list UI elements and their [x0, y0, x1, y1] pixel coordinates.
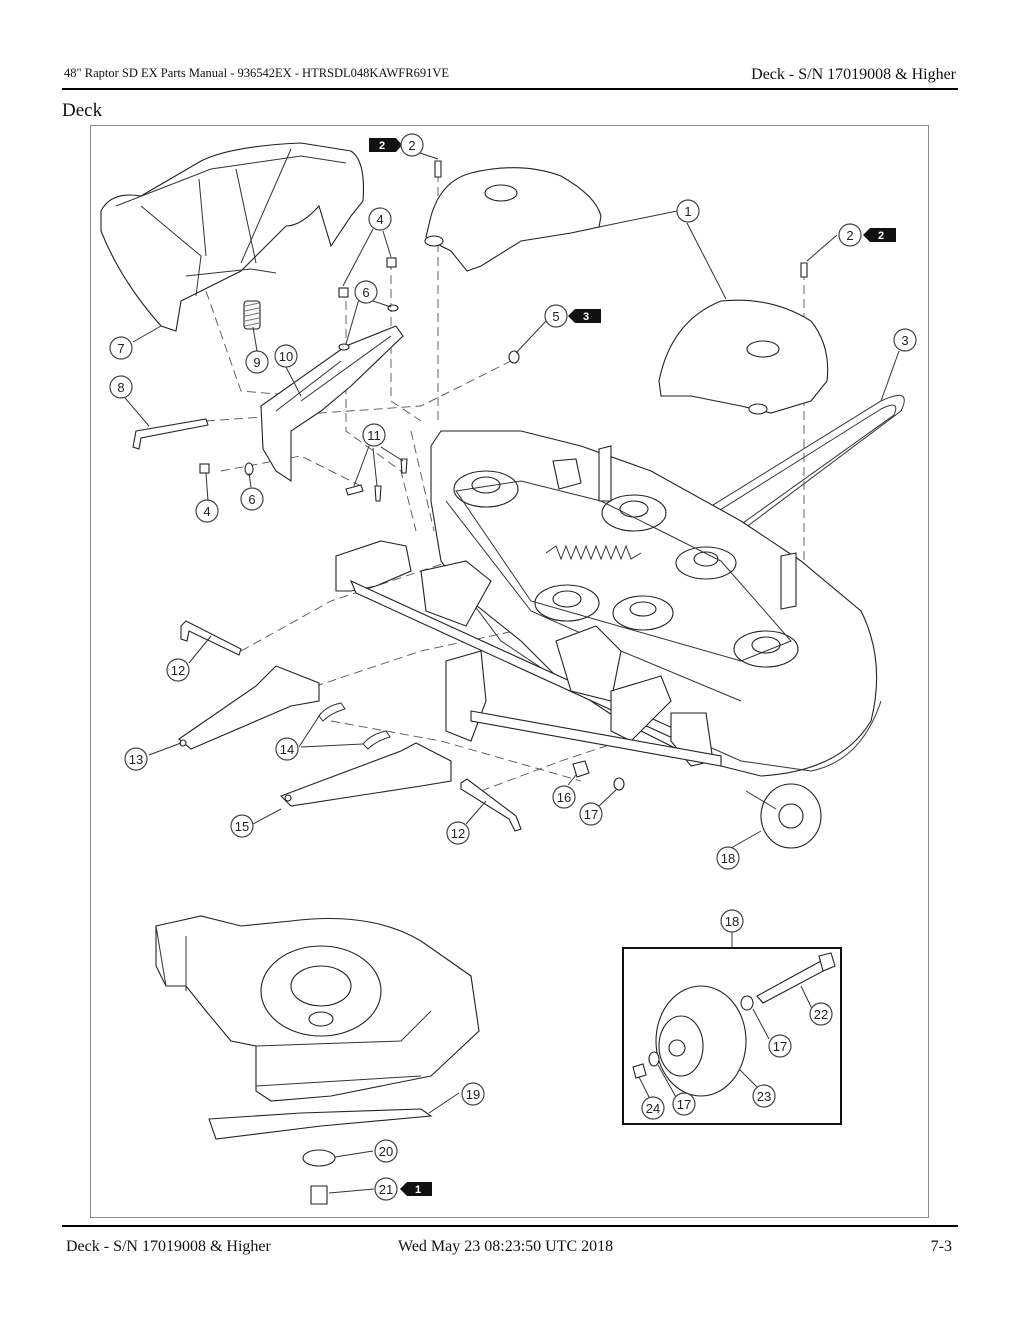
svg-text:8: 8: [117, 380, 124, 395]
header-rule: [62, 88, 958, 90]
callout-12-bottom: 12: [446, 821, 470, 845]
svg-text:21: 21: [379, 1182, 393, 1197]
diagram-svg: 2 2 3 1 1 2 2 3 4 4 5 6 6 7 8 9 10 11 12…: [100, 133, 917, 1205]
footer-timestamp: Wed May 23 08:23:50 UTC 2018: [398, 1238, 614, 1255]
spindle-housing: [155, 915, 480, 1102]
callout-17-detail-upper: 17: [768, 1034, 792, 1058]
header-section-name: Deck - S/N 17019008 & Higher: [751, 66, 956, 83]
callout-6-top: 6: [354, 280, 378, 304]
callout-21: 21: [374, 1177, 398, 1201]
section-title: Deck: [62, 100, 103, 121]
svg-text:18: 18: [725, 914, 739, 929]
callout-2-top: 2: [400, 133, 424, 157]
svg-text:2: 2: [878, 230, 884, 242]
callout-5: 5: [544, 304, 568, 328]
svg-text:1: 1: [684, 204, 691, 219]
small-hardware: [199, 160, 808, 502]
svg-text:4: 4: [203, 504, 210, 519]
blade-assembly: [208, 1108, 433, 1205]
callout-22: 22: [809, 1002, 833, 1026]
callout-3: 3: [893, 328, 917, 352]
svg-text:17: 17: [584, 807, 598, 822]
svg-text:19: 19: [466, 1087, 480, 1102]
badge-3: 3: [568, 309, 601, 323]
belt-cover-left: [424, 167, 602, 272]
callout-20: 20: [374, 1139, 398, 1163]
footer-rule: [62, 1225, 958, 1227]
deck-exploded-diagram: 2 2 3 1 1 2 2 3 4 4 5 6 6 7 8 9 10 11 12…: [90, 125, 929, 1218]
chute-bracket: [260, 325, 404, 483]
callout-16: 16: [552, 785, 576, 809]
svg-text:22: 22: [814, 1007, 828, 1022]
svg-text:3: 3: [583, 311, 589, 323]
svg-text:4: 4: [376, 212, 383, 227]
svg-text:15: 15: [235, 819, 249, 834]
lift-arm-right: [280, 742, 452, 807]
discharge-chute: [100, 142, 365, 332]
badge-2-top: 2: [369, 138, 402, 152]
svg-text:17: 17: [677, 1097, 691, 1112]
callout-2-right: 2: [838, 223, 862, 247]
callout-6-left: 6: [240, 487, 264, 511]
hair-pin-clips: [318, 702, 391, 750]
callout-18-detail: 18: [720, 909, 744, 933]
svg-text:2: 2: [379, 140, 385, 152]
lift-rods: [180, 620, 522, 832]
svg-text:14: 14: [280, 742, 294, 757]
callout-17-main: 17: [579, 802, 603, 826]
callout-1: 1: [676, 199, 700, 223]
header-manual-title: 48" Raptor SD EX Parts Manual - 936542EX…: [64, 66, 449, 80]
svg-text:12: 12: [451, 826, 465, 841]
svg-text:5: 5: [552, 309, 559, 324]
deck-lift-frame: [335, 540, 722, 767]
callout-15: 15: [230, 814, 254, 838]
svg-text:7: 7: [117, 341, 124, 356]
callout-11: 11: [362, 423, 386, 447]
callout-19: 19: [461, 1082, 485, 1106]
svg-text:12: 12: [171, 663, 185, 678]
svg-text:11: 11: [367, 428, 381, 443]
svg-text:6: 6: [248, 492, 255, 507]
svg-text:2: 2: [846, 228, 853, 243]
belt-cover-right: [658, 299, 829, 415]
svg-text:6: 6: [362, 285, 369, 300]
callout-23: 23: [752, 1084, 776, 1108]
svg-text:10: 10: [279, 349, 293, 364]
callout-leaders: [124, 145, 900, 1194]
chute-rod: [132, 418, 209, 450]
callout-8: 8: [109, 375, 133, 399]
callout-9: 9: [245, 350, 269, 374]
badge-1: 1: [400, 1182, 432, 1196]
callout-24: 24: [641, 1096, 665, 1120]
callout-14: 14: [275, 737, 299, 761]
chute-spring: [243, 300, 261, 330]
svg-text:9: 9: [253, 355, 260, 370]
footer-page-number: 7-3: [930, 1238, 952, 1255]
callout-4-left: 4: [195, 499, 219, 523]
callout-13: 13: [124, 747, 148, 771]
footer-section-name: Deck - S/N 17019008 & Higher: [66, 1238, 271, 1255]
callout-4-top: 4: [368, 207, 392, 231]
svg-text:20: 20: [379, 1144, 393, 1159]
gauge-wheel: [745, 783, 822, 849]
lift-arm-left: [178, 665, 320, 750]
badge-2-right: 2: [863, 228, 896, 242]
callout-18-main: 18: [716, 846, 740, 870]
svg-text:2: 2: [408, 138, 415, 153]
svg-text:1: 1: [415, 1184, 421, 1196]
svg-text:16: 16: [557, 790, 571, 805]
svg-text:18: 18: [721, 851, 735, 866]
callout-12-left: 12: [166, 658, 190, 682]
callout-7: 7: [109, 336, 133, 360]
svg-text:17: 17: [773, 1039, 787, 1054]
drive-belt: [660, 394, 905, 592]
svg-text:24: 24: [646, 1101, 660, 1116]
callout-10: 10: [274, 344, 298, 368]
svg-text:13: 13: [129, 752, 143, 767]
svg-text:3: 3: [901, 333, 908, 348]
wheel-detail-box: [622, 947, 842, 1125]
callout-17-detail-lower: 17: [672, 1092, 696, 1116]
svg-text:23: 23: [757, 1089, 771, 1104]
nut-and-washer: [572, 760, 625, 791]
